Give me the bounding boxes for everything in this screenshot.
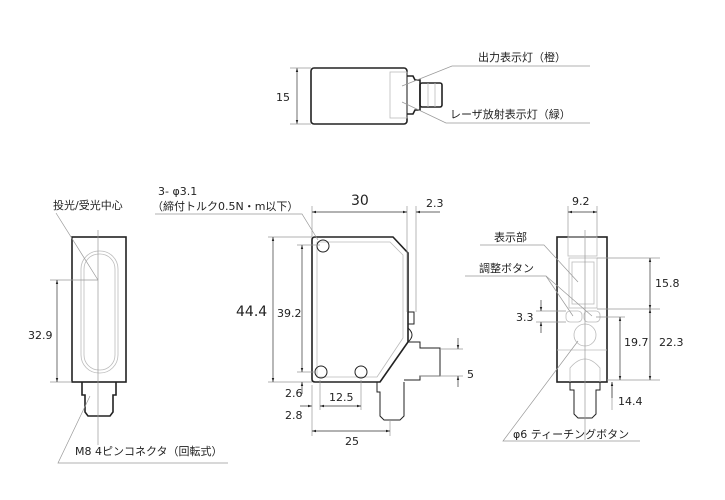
dim-button: 3.3 bbox=[516, 311, 534, 324]
adjust-button-left bbox=[565, 310, 583, 323]
front-view: 30 2.3 44.4 39.2 2.6 12.5 2.8 25 5 3- φ3… bbox=[152, 185, 474, 448]
label-display: 表示部 bbox=[494, 230, 527, 244]
label-teach-button: φ6 ティーチングボタン bbox=[513, 427, 629, 441]
connector-right bbox=[404, 341, 441, 381]
lens-window bbox=[80, 250, 119, 374]
label-laser-led: レーザ放射表示灯（緑） bbox=[450, 107, 571, 121]
label-output-led: 出力表示灯（橙） bbox=[478, 50, 566, 64]
dim-hole-pitch-v: 39.2 bbox=[277, 307, 302, 320]
dim-hole-side: 2.8 bbox=[285, 409, 303, 422]
sensor-body-top bbox=[310, 67, 408, 125]
dim-hole-pitch-h: 12.5 bbox=[329, 391, 354, 404]
dim-buttons-pos: 22.3 bbox=[659, 336, 684, 349]
dim-height-44: 44.4 bbox=[236, 304, 267, 320]
adjust-button-right bbox=[583, 310, 601, 323]
label-holes: 3- φ3.1 bbox=[158, 185, 197, 198]
sensor-body-side bbox=[71, 236, 127, 383]
display-area bbox=[568, 257, 598, 309]
connector-side bbox=[81, 382, 117, 417]
dim-teach: 19.7 bbox=[624, 336, 649, 349]
dim-top-height: 15 bbox=[276, 91, 290, 104]
dim-connector-pos: 25 bbox=[345, 435, 359, 448]
dim-bottom: 14.4 bbox=[618, 395, 643, 408]
button-profile bbox=[407, 311, 415, 325]
dim-width-30: 30 bbox=[351, 193, 369, 209]
dim-center-height: 32.9 bbox=[28, 329, 53, 342]
dim-rear-width: 9.2 bbox=[572, 195, 590, 208]
dim-hole-bottom: 2.6 bbox=[285, 387, 303, 400]
side-view: 32.9 投光/受光中心 M8 4ピンコネクタ（回転式） bbox=[28, 198, 228, 464]
mounting-hole bbox=[316, 239, 330, 253]
dim-offset: 2.3 bbox=[426, 197, 444, 210]
connector-bottom bbox=[376, 382, 405, 421]
dim-display: 15.8 bbox=[655, 277, 680, 290]
label-m8-connector: M8 4ピンコネクタ（回転式） bbox=[75, 445, 223, 458]
dim-connector-5: 5 bbox=[467, 368, 474, 381]
sensor-body-front bbox=[311, 236, 409, 383]
label-adjust-buttons: 調整ボタン bbox=[479, 261, 534, 275]
label-emitter-center: 投光/受光中心 bbox=[53, 198, 123, 212]
top-view: 15 出力表示灯（橙） レーザ放射表示灯（緑） bbox=[276, 50, 590, 125]
indicator-window bbox=[389, 71, 408, 119]
rear-view: 9.2 15.8 22.3 19.7 3.3 14.4 表示部 調整ボタン φ6… bbox=[465, 195, 684, 442]
label-torque: （締付トルク0.5N・m以下） bbox=[152, 199, 298, 213]
sensor-body-rear bbox=[556, 236, 608, 383]
connector-plug bbox=[419, 82, 443, 108]
mounting-hole bbox=[354, 365, 368, 379]
